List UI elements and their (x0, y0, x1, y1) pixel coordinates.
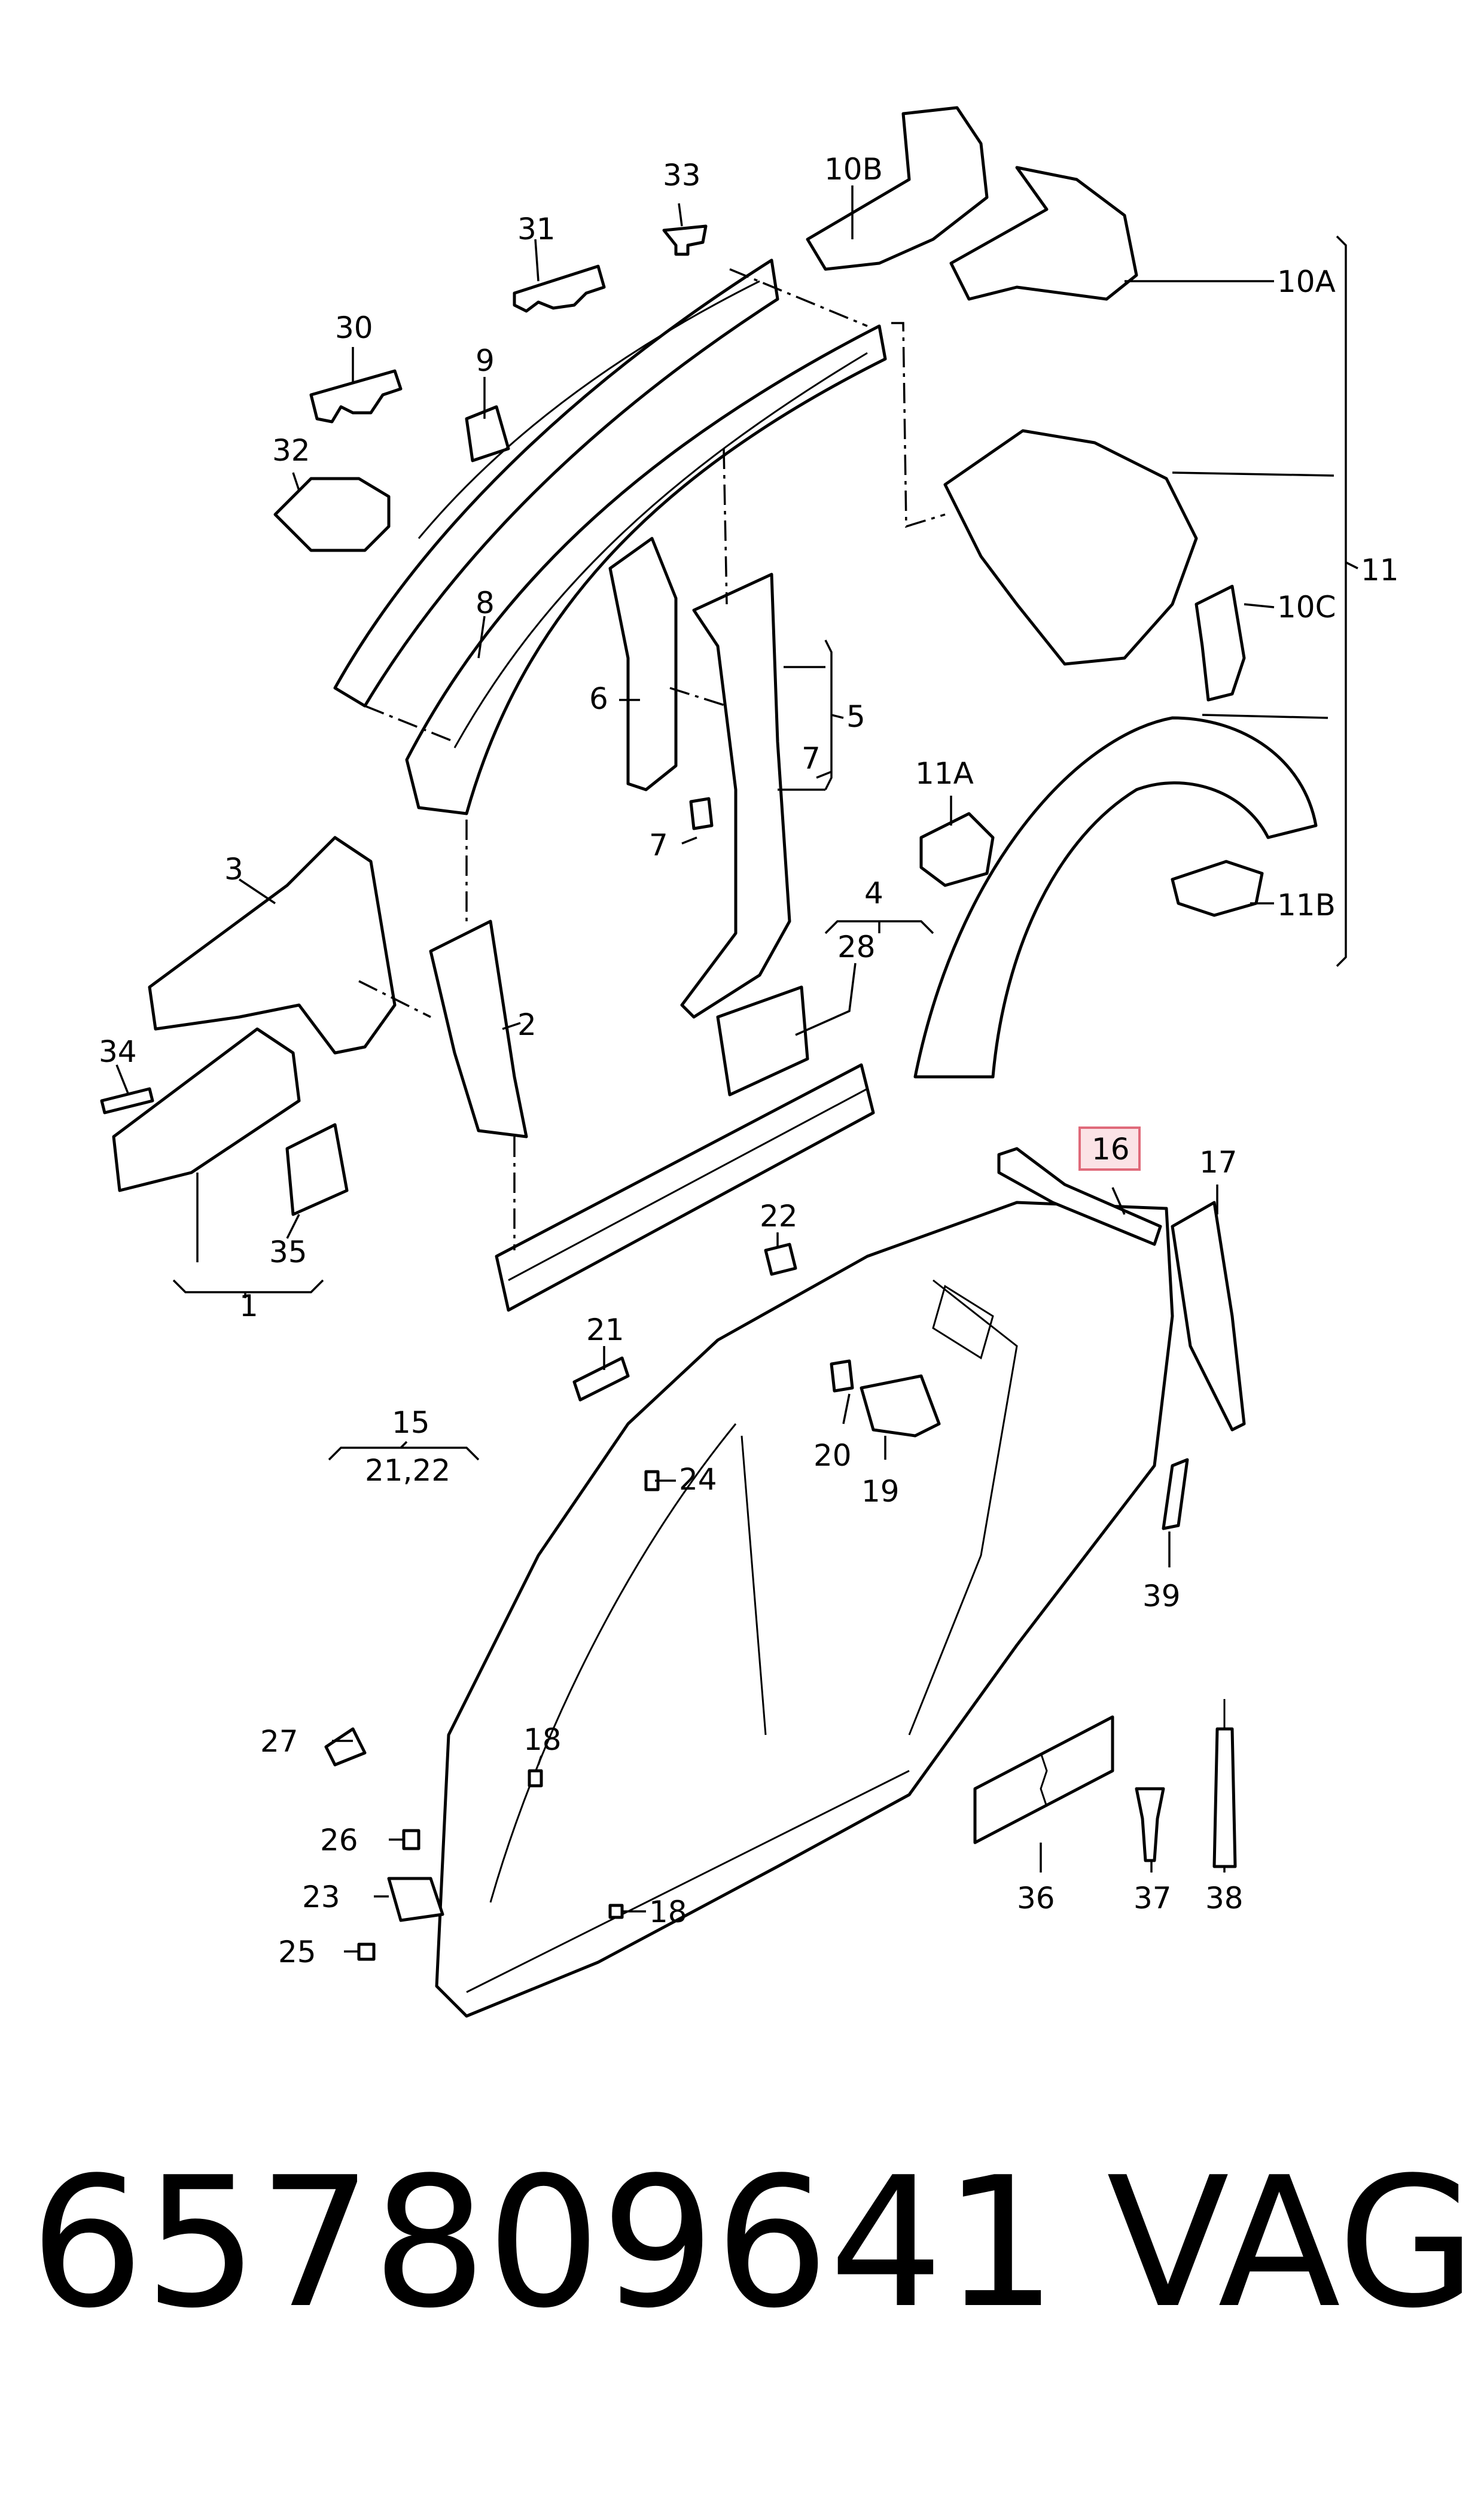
part-19-panel (860, 1374, 941, 1438)
label-26: 26 (320, 1823, 358, 1858)
part-25-clip (357, 1942, 376, 1961)
label-17: 17 (1199, 1145, 1238, 1180)
part-1-longitudinal (112, 1027, 301, 1192)
part-32-bracket (273, 477, 391, 552)
label-3: 3 (224, 852, 243, 887)
callout-labels: 33 31 30 32 9 8 10B 10A 11 10C 11A 11B 6… (99, 152, 1399, 1969)
label-22: 22 (760, 1199, 798, 1234)
label-39: 39 (1142, 1579, 1181, 1613)
label-16: 16 (1092, 1132, 1130, 1167)
part-11a-panel (919, 812, 995, 887)
part-23-bracket (387, 1877, 444, 1922)
label-10c: 10C (1277, 590, 1336, 625)
label-1: 1 (239, 1289, 258, 1323)
part-4-sill (495, 1063, 875, 1312)
label-23: 23 (302, 1880, 340, 1914)
label-10a: 10A (1277, 264, 1336, 299)
part-38-tool (1212, 1727, 1237, 1868)
label-34: 34 (99, 1034, 137, 1069)
label-15-sub: 21,22 (365, 1453, 450, 1488)
label-5: 5 (846, 699, 866, 734)
label-38: 38 (1205, 1881, 1244, 1916)
part-10b-panel (806, 106, 989, 271)
label-10b: 10B (824, 152, 883, 187)
part-5-b-pillar-outer (680, 573, 791, 1019)
part-30-bracket (309, 369, 403, 424)
label-37: 37 (1133, 1881, 1172, 1916)
part-18-clip-b (608, 1904, 624, 1919)
label-25: 25 (278, 1935, 316, 1969)
label-6: 6 (589, 681, 608, 716)
label-19: 19 (861, 1474, 900, 1509)
part-27-bracket (324, 1727, 367, 1767)
label-11a: 11A (915, 756, 974, 791)
label-7a: 7 (802, 741, 821, 776)
part-22-bracket (764, 1243, 797, 1276)
part-11-rear-inner-panel (943, 429, 1198, 666)
part-7-bracket (689, 797, 714, 830)
label-15: 15 (392, 1405, 430, 1440)
label-11: 11 (1361, 553, 1399, 587)
leader-lines (115, 185, 1358, 1953)
part-34-strip (100, 1087, 154, 1115)
label-7b: 7 (649, 828, 668, 863)
part-2-a-pillar-lower (429, 919, 528, 1138)
label-24: 24 (679, 1462, 717, 1497)
label-30: 30 (335, 310, 373, 345)
footer-part-number: 657809641 (30, 2139, 1058, 2348)
part-21-bracket (572, 1356, 630, 1402)
footer-brand: VAG (1107, 2139, 1477, 2348)
part-26-clip (402, 1829, 420, 1850)
part-33-clip (662, 224, 708, 256)
label-2: 2 (517, 1007, 537, 1042)
part-37-clip (1135, 1787, 1165, 1862)
part-28-bracket (716, 985, 809, 1097)
label-27: 27 (260, 1724, 298, 1759)
body-side-outer-panel (435, 1201, 1174, 2018)
part-11b-bracket (1171, 860, 1264, 917)
label-18a: 18 (523, 1722, 562, 1757)
part-24-bolt (644, 1470, 660, 1491)
part-9-roof-rail-upper (333, 258, 779, 708)
part-6-b-pillar-inner (608, 537, 678, 791)
label-9: 9 (476, 343, 495, 378)
part-31-bracket (513, 264, 606, 313)
label-32: 32 (272, 433, 310, 468)
label-31: 31 (517, 212, 556, 246)
label-36: 36 (1017, 1881, 1055, 1916)
assembly-lines (358, 268, 946, 1250)
part-16-rail (997, 1147, 1162, 1246)
label-20: 20 (813, 1438, 852, 1473)
part-39-strip (1162, 1458, 1189, 1530)
label-21: 21 (586, 1313, 624, 1347)
label-18b: 18 (649, 1895, 687, 1929)
highlight-box-16 (1078, 1126, 1141, 1171)
label-8: 8 (476, 586, 495, 620)
part-wheel-arch (913, 716, 1318, 1079)
part-35-bracket (285, 1123, 349, 1216)
part-20-bracket (830, 1359, 854, 1393)
part-10a-panel (949, 166, 1138, 301)
part-8-a-pillar-rail (405, 324, 887, 815)
part-10c-bracket (1194, 584, 1246, 702)
label-33: 33 (663, 158, 701, 193)
part-17-panel (1171, 1201, 1246, 1432)
part-3-front-panel (148, 836, 397, 1055)
label-28: 28 (837, 930, 876, 964)
part-18-clip-a (528, 1769, 543, 1788)
label-11b: 11B (1277, 888, 1336, 922)
label-35: 35 (269, 1235, 307, 1269)
label-4: 4 (864, 876, 883, 911)
